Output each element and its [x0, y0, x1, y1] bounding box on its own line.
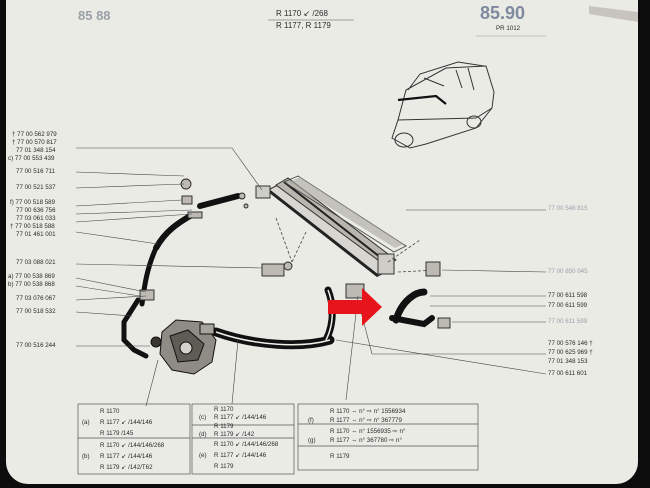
- red-arrow-indicator: [328, 288, 382, 326]
- page-subcode: PR 1012: [496, 25, 521, 32]
- header-ref-line1: R 1170 ↙ /268: [276, 9, 328, 18]
- table-right-row: R 1177 ⇔ n° 367780 ⇨ n°: [330, 437, 402, 444]
- part-label-left: † 77 00 570 817: [12, 139, 57, 146]
- part-label-left: 77 03 088 021: [16, 259, 56, 266]
- part-label-right: 77 01 348 153: [548, 358, 588, 365]
- part-label-left: † 77 00 518 588: [10, 223, 55, 230]
- part-label-left: 77 01 461 001: [16, 231, 56, 238]
- part-label-left: a) 77 00 538 869: [8, 273, 55, 280]
- part-label-left: 77 00 518 532: [16, 308, 56, 315]
- leader-lines-right: [335, 209, 547, 375]
- part-label-right: 77 00 611 599: [548, 318, 588, 325]
- part-label-left: 77 00 516 244: [16, 342, 56, 349]
- parts-diagram-sheet: R 1170 ↙ /268 R 1177, R 1179 85 88 85.90…: [6, 0, 638, 484]
- part-label-right: 77 00 576 146 †: [548, 340, 593, 347]
- table-left-row: R 1179 ↙ /142/T62: [100, 464, 153, 471]
- table-right-row: R 1170 ⇔ n° ⇨ n° 1556934: [330, 408, 406, 415]
- part-label-left: 77 00 521 537: [16, 184, 56, 191]
- part-label-left: 77 01 348 154: [16, 147, 56, 154]
- car-outline: [391, 61, 495, 149]
- table-left-row: R 1170 ↙ /144/146/268: [100, 442, 165, 449]
- fittings: [139, 178, 451, 329]
- table-left-mark: (a): [82, 419, 90, 426]
- part-label-right: 77 00 611 601: [548, 370, 588, 377]
- exploded-view-drawing: [75, 6, 638, 475]
- header-ref-line2: R 1177, R 1179: [276, 21, 331, 30]
- table-right-mark: (f): [308, 417, 314, 424]
- table-right-row: R 1179: [330, 453, 350, 460]
- table-right-row: R 1170 ⇔ n° 1556935 ⇨ n°: [330, 428, 406, 435]
- table-mid-row: R 1179: [214, 463, 234, 470]
- table-mid-row: R 1177 ↙ /144/146: [214, 452, 267, 459]
- part-label-left: † 77 00 562 979: [12, 131, 57, 138]
- part-label-right: 77 00 611 599: [548, 302, 588, 309]
- table-mid-row: R 1179: [214, 423, 234, 430]
- part-label-left: f) 77 00 518 589: [10, 199, 56, 206]
- table-left-row: R 1170: [100, 408, 120, 415]
- part-label-left: 77 00 636 756: [16, 207, 56, 214]
- table-left-row: R 1179 /145: [100, 430, 134, 437]
- part-label-right: 77 00 850 045: [548, 268, 588, 275]
- part-label-left: c) 77 00 553 439: [8, 155, 55, 162]
- table-mid-row: R 1179 ↙ /142: [214, 431, 255, 438]
- table-left-row: R 1177 ↙ /144/146: [100, 453, 153, 460]
- part-label-left: 77 03 076 067: [16, 295, 56, 302]
- table-mid-row: R 1170: [214, 406, 234, 413]
- shroud-plate: [283, 175, 407, 253]
- part-label-right: 77 00 611 598: [548, 292, 588, 299]
- table-mid-mark: (e): [199, 452, 207, 459]
- part-label-left: 77 00 516 711: [16, 168, 56, 175]
- reference-tables: [77, 403, 479, 475]
- table-right-row: R 1177 ⇔ n° ⇨ n° 367779: [330, 417, 402, 424]
- mount-guides: [275, 217, 439, 273]
- leader-lines-left: [75, 147, 359, 407]
- table-mid-row: R 1170 ↙ /144/146/268: [214, 441, 279, 448]
- water-pump: [150, 319, 217, 375]
- table-mid-row: R 1177 ↙ /144/146: [214, 414, 267, 421]
- radiator: [255, 177, 397, 278]
- part-label-right: 77 00 546 815: [548, 205, 588, 212]
- page-number: 85.90: [480, 3, 526, 23]
- table-left-mark: (b): [82, 453, 90, 460]
- table-left-row: R 1177 ↙ /144/146: [100, 419, 153, 426]
- part-label-left: b) 77 00 538 868: [8, 281, 55, 288]
- part-label-right: 77 00 625 969 †: [548, 349, 593, 356]
- header-faint-number: 85 88: [78, 8, 111, 23]
- table-right-mark: (g): [308, 437, 316, 444]
- table-mid-mark: (d): [199, 431, 207, 438]
- table-mid-mark: (c): [199, 414, 207, 421]
- part-label-left: 77 03 061 033: [16, 215, 56, 222]
